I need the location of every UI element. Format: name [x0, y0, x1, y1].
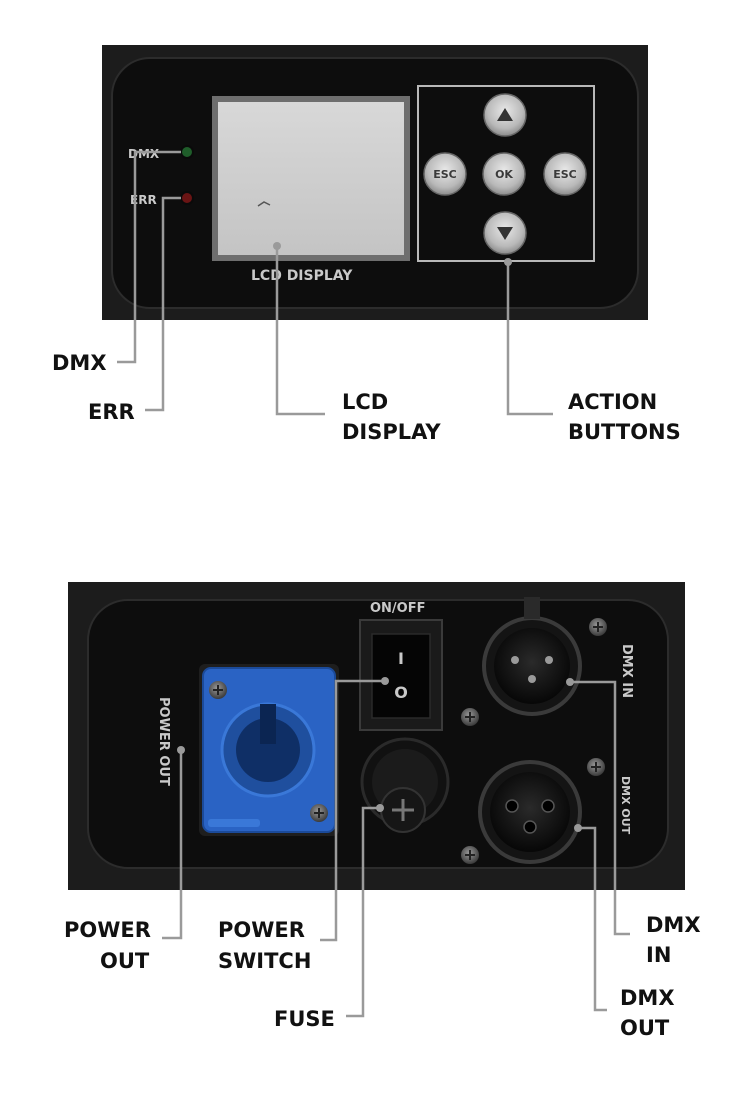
callout-err: ERR	[88, 400, 135, 424]
callout-power-out-line2: OUT	[100, 949, 150, 973]
arrow-up-icon	[497, 108, 513, 121]
fuse-cross-icon	[392, 799, 414, 821]
callout-dmx-in-line2: IN	[646, 943, 671, 967]
switch-rocker	[371, 633, 431, 719]
ok-label: OK	[495, 168, 513, 181]
power-out-leader-line	[162, 750, 183, 940]
lcd-screen	[218, 102, 404, 255]
callout-action-line1: ACTION	[568, 390, 657, 414]
up-button[interactable]	[483, 93, 527, 137]
action-buttons-group: ESC OK ESC	[417, 85, 595, 262]
dmx-out-panel-label: DMX OUT	[619, 776, 632, 835]
dmx-led	[180, 145, 194, 159]
switch-on-mark: I	[398, 649, 404, 668]
err-leader-line	[145, 196, 181, 412]
err-led-indicator: ERR	[130, 191, 194, 207]
callout-dmx-out-line2: OUT	[620, 1016, 670, 1040]
dmx-out-leader-line	[578, 826, 607, 1012]
callout-action-line2: BUTTONS	[568, 420, 681, 444]
switch-off-mark: O	[394, 683, 408, 702]
dmx-out-connector: DMX OUT	[461, 758, 632, 864]
callout-dmx-out-line1: DMX	[620, 986, 675, 1010]
err-led	[180, 191, 194, 205]
lcd-display: LCD DISPLAY	[212, 96, 410, 284]
err-led-label: ERR	[130, 193, 157, 207]
callout-power-switch-line1: POWER	[218, 918, 305, 942]
dmx-leader-line	[117, 150, 181, 364]
ok-button[interactable]: OK	[482, 152, 526, 196]
switch-caption: ON/OFF	[370, 601, 426, 616]
callout-dmx: DMX	[52, 351, 107, 375]
power-out-panel-label: POWER OUT	[156, 697, 171, 786]
callout-dmx-in-line1: DMX	[646, 913, 701, 937]
callout-power-out-line1: POWER	[64, 918, 151, 942]
action-leader-line	[506, 262, 553, 416]
arrow-down-icon	[497, 227, 513, 240]
callout-power-switch-line2: SWITCH	[218, 949, 311, 973]
lcd-leader-line	[275, 246, 325, 416]
callout-lcd-line2: DISPLAY	[342, 420, 441, 444]
esc-right-label: ESC	[553, 168, 577, 181]
bottom-leader-lines	[162, 677, 630, 1018]
control-panel-photo: DMX ERR LCD DISPLAY ESC	[102, 45, 648, 320]
connector-panel-photo: POWER OUT ON/OFF I O	[68, 582, 685, 890]
callout-lcd-line1: LCD	[342, 390, 388, 414]
power-out-connector: POWER OUT	[156, 664, 339, 836]
esc-left-button[interactable]: ESC	[423, 152, 467, 196]
esc-right-button[interactable]: ESC	[543, 152, 587, 196]
power-switch-leader-line	[320, 679, 385, 942]
lcd-caption: LCD DISPLAY	[251, 268, 353, 284]
power-switch[interactable]: ON/OFF I O	[359, 601, 443, 731]
dmx-in-panel-label: DMX IN	[619, 644, 634, 698]
esc-left-label: ESC	[433, 168, 457, 181]
down-button[interactable]	[483, 211, 527, 255]
callout-fuse: FUSE	[274, 1007, 335, 1031]
dmx-in-connector: DMX IN	[461, 597, 634, 726]
dmx-in-leader-line	[570, 680, 630, 936]
top-leader-lines	[117, 150, 553, 416]
dmx-led-label: DMX	[128, 147, 160, 161]
fuse-leader-line	[346, 806, 380, 1018]
